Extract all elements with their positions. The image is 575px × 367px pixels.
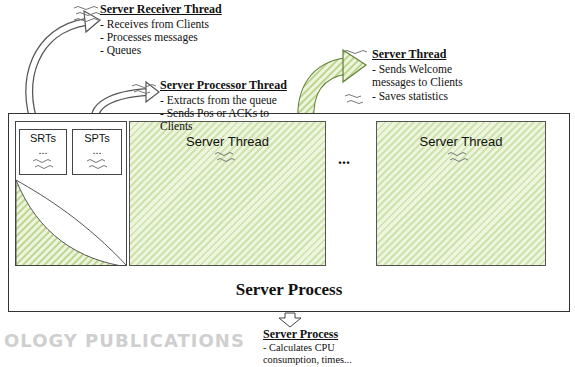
process-frame: Server ProcessSRTs...SPTs...Server Threa… [8, 113, 570, 312]
down-arrow [279, 313, 301, 327]
callout-note: - Sends Pos or ACKs to Clients [160, 107, 288, 133]
thread-squiggle [31, 157, 55, 171]
thread-squiggle [213, 150, 243, 164]
callout-note: - Processes messages [100, 31, 198, 44]
thread-group-box: SPTs... [72, 129, 122, 175]
process-title: Server Process [9, 280, 569, 300]
ellipsis: ... [338, 152, 350, 165]
callout-note: - Receives from Clients [100, 18, 209, 31]
callout-heading: Server Thread [372, 48, 446, 61]
callout-arrow [29, 22, 86, 127]
arrow-head [343, 50, 366, 82]
callout-note: - Sends Welcome messages to Clients [372, 63, 482, 89]
callout-note: - Queues [100, 44, 141, 57]
callout-note: - Calculates CPU consumption, times... [263, 342, 371, 366]
box-title: SRTs [20, 132, 66, 144]
box-title: SPTs [73, 132, 121, 144]
callout-note: - Saves statistics [372, 90, 448, 103]
callout-heading: Server Process [263, 328, 338, 341]
callout-heading: Server Processor Thread [160, 79, 287, 92]
watermark: OLOGY PUBLICATIONS [4, 330, 245, 352]
box-title: Server Thread [130, 134, 325, 149]
ellipsis: ... [73, 144, 121, 156]
box-title: Server Thread [377, 134, 545, 149]
thread-squiggle [85, 157, 109, 171]
ellipsis: ... [20, 144, 66, 156]
callout-note: - Extracts from the queue [160, 94, 277, 107]
thread-group-box: SRTs... [19, 129, 67, 175]
callout-arrow-fill [29, 22, 86, 127]
thread-squiggles [74, 7, 367, 104]
thread-box: Server Thread [129, 121, 326, 266]
thread-box: Server Thread [376, 121, 546, 266]
callout-heading: Server Receiver Thread [100, 3, 222, 16]
thread-squiggle [446, 150, 476, 164]
